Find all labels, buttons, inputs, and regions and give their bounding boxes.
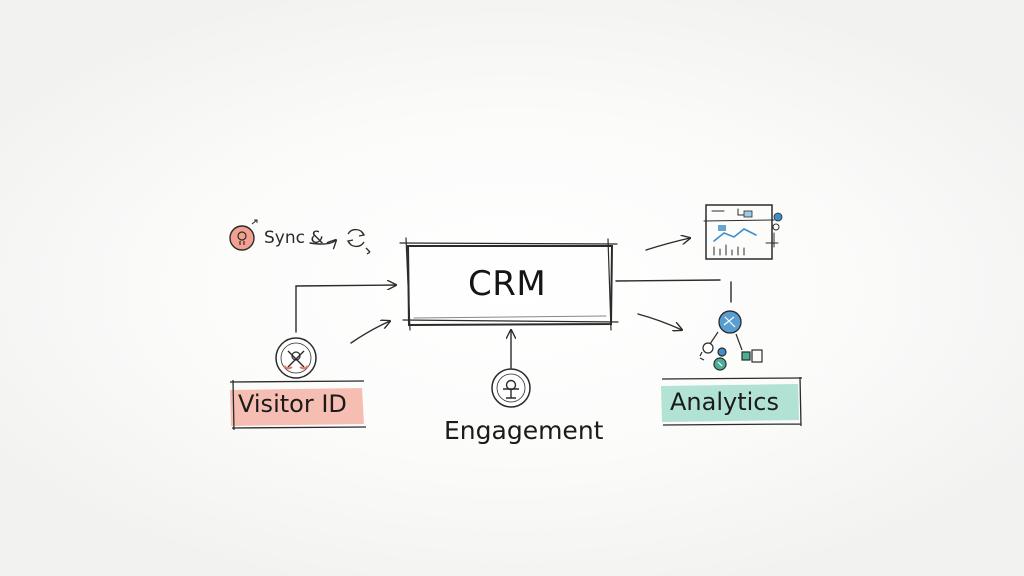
sync-label: Sync & [264, 228, 324, 248]
crm-to-analytics-line [615, 279, 721, 282]
microphone-icon [491, 368, 531, 408]
analytics-label: Analytics [670, 388, 779, 416]
lightbulb-icon [229, 219, 258, 251]
crm-label: CRM [468, 264, 547, 304]
visitor-to-crm-elbow [295, 285, 396, 333]
refresh-icon [346, 228, 371, 255]
analytics-box [661, 376, 803, 427]
network-icon [699, 310, 763, 371]
crm-box [399, 237, 619, 331]
crm-to-network-arrow [637, 313, 682, 330]
visitor-to-crm-arrow [350, 321, 390, 344]
chart-dashboard-icon [703, 204, 783, 260]
engagement-label: Engagement [444, 416, 604, 445]
visitor-id-box [229, 379, 367, 431]
crm-to-dashboard-arrow [645, 238, 690, 251]
user-scan-icon [275, 337, 317, 379]
visitor-id-label: Visitor ID [238, 390, 347, 418]
sync-arrow [309, 240, 336, 244]
